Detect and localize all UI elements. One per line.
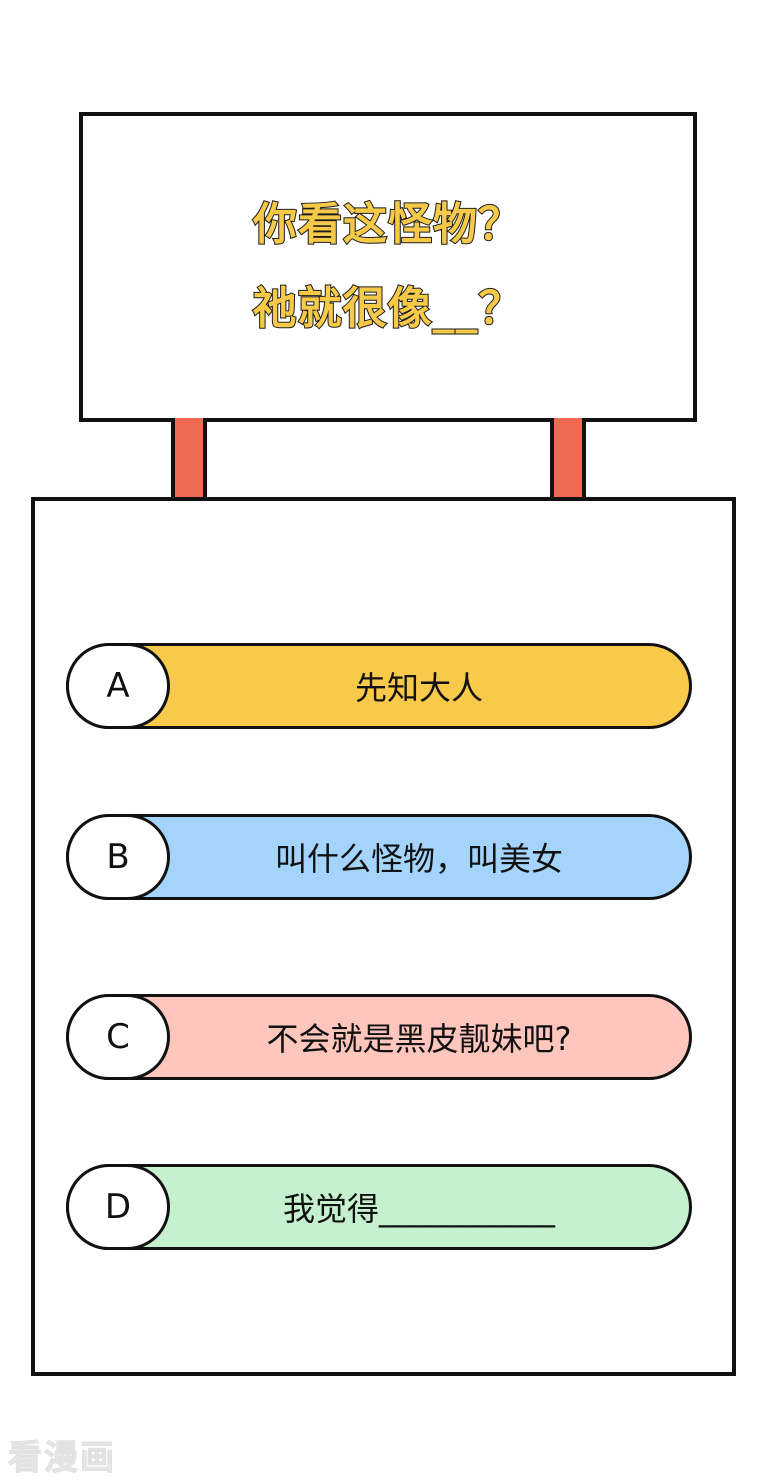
sign-post-left (171, 418, 207, 500)
option-b-text: 叫什么怪物，叫美女 (274, 840, 563, 878)
option-a-letter: A (66, 643, 170, 729)
option-d-letter: D (66, 1164, 170, 1250)
option-a-button[interactable]: A 先知大人 (66, 643, 692, 729)
option-d-text: 我觉得___________ (282, 1190, 555, 1228)
watermark: 看漫画 (8, 1438, 116, 1479)
option-c-text: 不会就是黑皮靓妹吧? (266, 1020, 572, 1058)
option-d-button[interactable]: D 我觉得___________ (66, 1164, 692, 1250)
option-a-text: 先知大人 (354, 669, 483, 707)
option-b-letter: B (66, 814, 170, 900)
question-line-1: 你看这怪物？ (252, 198, 523, 251)
sign-post-right (550, 418, 586, 500)
option-c-letter: C (66, 994, 170, 1080)
option-b-button[interactable]: B 叫什么怪物，叫美女 (66, 814, 692, 900)
question-sign: 你看这怪物？ 祂就很像__？ (79, 112, 697, 422)
option-c-button[interactable]: C 不会就是黑皮靓妹吧? (66, 994, 692, 1080)
question-line-2: 祂就很像__？ (252, 282, 524, 335)
